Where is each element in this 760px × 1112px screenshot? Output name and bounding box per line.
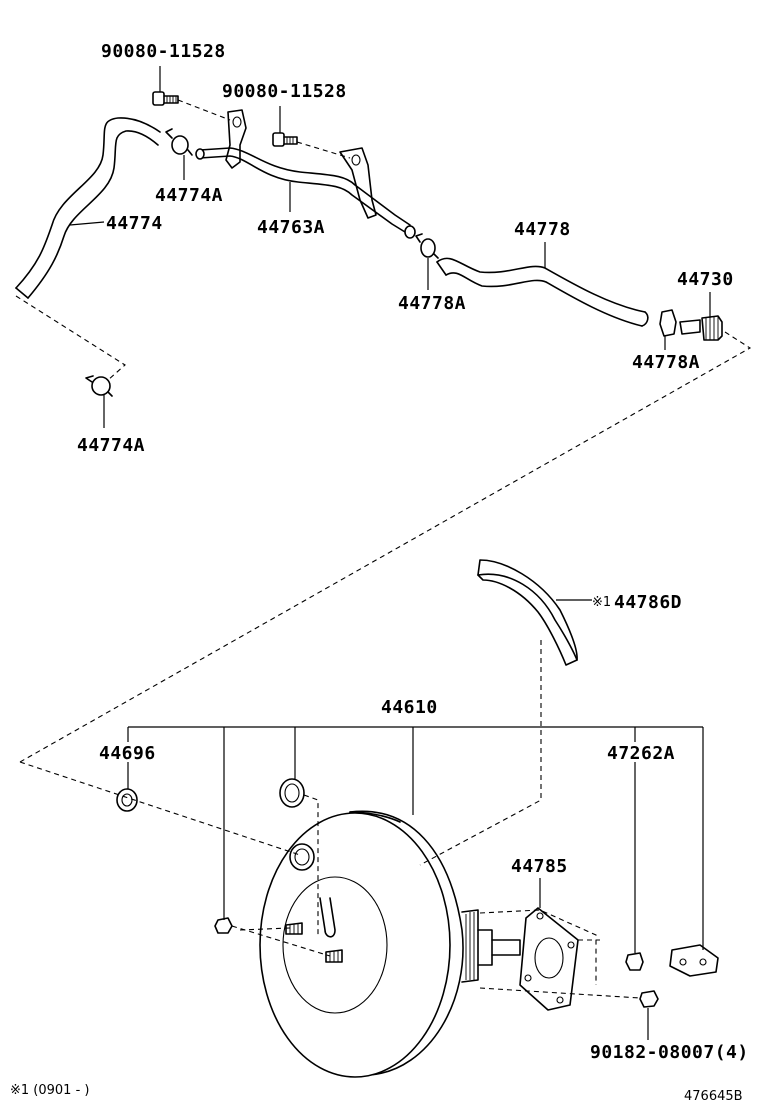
label-booster: 44610 bbox=[381, 697, 438, 718]
nut-90182-08007 bbox=[639, 990, 659, 1008]
label-clamp-right: 44778A bbox=[632, 352, 700, 373]
nut-47262a bbox=[625, 952, 644, 971]
bolt-90080-11528-right bbox=[272, 132, 298, 147]
label-pipe: 44763A bbox=[257, 217, 325, 238]
label-insulator: 44786D bbox=[614, 592, 682, 613]
insulator-44786d bbox=[477, 559, 578, 666]
assembly-guide-lines-upper bbox=[15, 99, 752, 763]
gasket-44785 bbox=[519, 907, 579, 1011]
vacuum-hose-44774 bbox=[15, 117, 161, 299]
label-check-valve: 44730 bbox=[677, 269, 734, 290]
label-gasket: 44785 bbox=[511, 856, 568, 877]
vacuum-hose-44778 bbox=[436, 257, 649, 327]
label-clamp-middle: 44778A bbox=[398, 293, 466, 314]
nut-left bbox=[214, 917, 233, 934]
check-valve-44730 bbox=[679, 315, 723, 341]
footnote: ※1 (0901 - ) bbox=[10, 1083, 89, 1098]
clip-47262a bbox=[669, 944, 719, 977]
label-nut-clip: 47262A bbox=[607, 743, 675, 764]
bolt-90080-11528-left bbox=[152, 91, 179, 106]
label-bolt-left: 90080-11528 bbox=[101, 41, 226, 62]
hose-clamp-44774a-lower bbox=[85, 375, 113, 397]
leader-lines-upper bbox=[69, 66, 711, 428]
label-clamp-upper: 44774A bbox=[155, 185, 223, 206]
label-hose-left: 44774 bbox=[106, 213, 163, 234]
vacuum-pipe-44763a bbox=[195, 109, 416, 239]
hose-clamp-44778a-right bbox=[659, 309, 677, 337]
label-grommet: 44696 bbox=[99, 743, 156, 764]
label-bolt-right: 90080-11528 bbox=[222, 81, 347, 102]
label-insulator-note-mark: ※1 bbox=[592, 595, 611, 610]
figure-code: 476645B bbox=[684, 1089, 743, 1104]
brake-booster-44610 bbox=[259, 810, 521, 1078]
label-hose-right: 44778 bbox=[514, 219, 571, 240]
label-clamp-lower: 44774A bbox=[77, 435, 145, 456]
o-ring bbox=[279, 778, 305, 808]
hose-clamp-44774a-upper bbox=[165, 128, 193, 156]
grommet-44696 bbox=[116, 788, 138, 812]
leader-lines-booster bbox=[127, 599, 704, 1040]
hose-clamp-44778a-middle bbox=[415, 233, 439, 259]
assembly-guide-lines-booster bbox=[19, 640, 641, 999]
label-nut: 90182-08007(4) bbox=[590, 1042, 749, 1063]
